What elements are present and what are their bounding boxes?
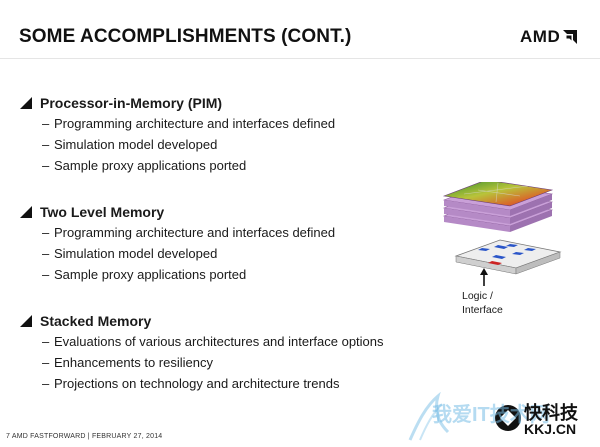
triangle-bullet-icon <box>20 97 32 109</box>
list-item: –Sample proxy applications ported <box>42 155 335 176</box>
amd-logo: AMD <box>520 27 578 47</box>
dash-bullet: – <box>42 225 50 240</box>
amd-arrow-icon <box>563 30 578 44</box>
section-heading-text: Stacked Memory <box>40 313 152 329</box>
list-item-text: Simulation model developed <box>54 137 218 152</box>
list-item: –Simulation model developed <box>42 134 335 155</box>
dash-bullet: – <box>42 246 50 261</box>
section-heading: Two Level Memory <box>20 202 335 222</box>
list-item: –Evaluations of various architectures an… <box>42 331 384 352</box>
label-line: Logic / <box>462 290 493 302</box>
list-item: –Programming architecture and interfaces… <box>42 222 335 243</box>
dash-bullet: – <box>42 267 50 282</box>
list-item-text: Evaluations of various architectures and… <box>54 334 384 349</box>
list-item-text: Simulation model developed <box>54 246 218 261</box>
slide-title: SOME ACCOMPLISHMENTS (CONT.) <box>19 26 352 47</box>
list-item-text: Sample proxy applications ported <box>54 158 247 173</box>
watermark-graphic <box>408 392 521 441</box>
watermark-brand: 快科技 <box>524 403 578 423</box>
list-item-text: Projections on technology and architectu… <box>54 376 340 391</box>
stacked-memory-illustration <box>442 182 562 286</box>
amd-logo-text: AMD <box>520 27 561 46</box>
slide-footer: 7 AMD FASTFORWARD | FEBRUARY 27, 2014 <box>6 433 163 440</box>
section-heading-text: Two Level Memory <box>40 204 165 220</box>
section-two-level-memory: Two Level Memory –Programming architectu… <box>20 202 335 285</box>
label-line: Interface <box>462 304 503 316</box>
list-item-text: Programming architecture and interfaces … <box>54 116 336 131</box>
watermark-url: KKJ.CN <box>524 421 577 437</box>
dash-bullet: – <box>42 116 50 131</box>
section-heading-text: Processor-in-Memory (PIM) <box>40 95 223 111</box>
dash-bullet: – <box>42 158 50 173</box>
list-item: –Sample proxy applications ported <box>42 264 335 285</box>
section-heading: Processor-in-Memory (PIM) <box>20 93 335 113</box>
dash-bullet: – <box>42 355 50 370</box>
list-item: –Projections on technology and architect… <box>42 373 384 394</box>
dash-bullet: – <box>42 334 50 349</box>
logic-interface-layer <box>454 239 562 275</box>
section-pim: Processor-in-Memory (PIM) –Programming a… <box>20 93 335 176</box>
arrow-up-icon <box>480 268 488 286</box>
dash-bullet: – <box>42 137 50 152</box>
list-item-text: Enhancements to resiliency <box>54 355 213 370</box>
list-item: –Programming architecture and interfaces… <box>42 113 335 134</box>
list-item: –Simulation model developed <box>42 243 335 264</box>
list-item-text: Sample proxy applications ported <box>54 267 247 282</box>
logic-interface-label: Logic / Interface <box>462 289 522 317</box>
watermark-cn-text: 我爱IT技术网 <box>432 404 550 426</box>
memory-die-stack <box>442 182 554 232</box>
title-divider <box>0 58 600 59</box>
section-heading: Stacked Memory <box>20 311 384 331</box>
list-item: –Enhancements to resiliency <box>42 352 384 373</box>
dash-bullet: – <box>42 376 50 391</box>
triangle-bullet-icon <box>20 315 32 327</box>
list-item-text: Programming architecture and interfaces … <box>54 225 336 240</box>
triangle-bullet-icon <box>20 206 32 218</box>
section-stacked-memory: Stacked Memory –Evaluations of various a… <box>20 311 384 394</box>
